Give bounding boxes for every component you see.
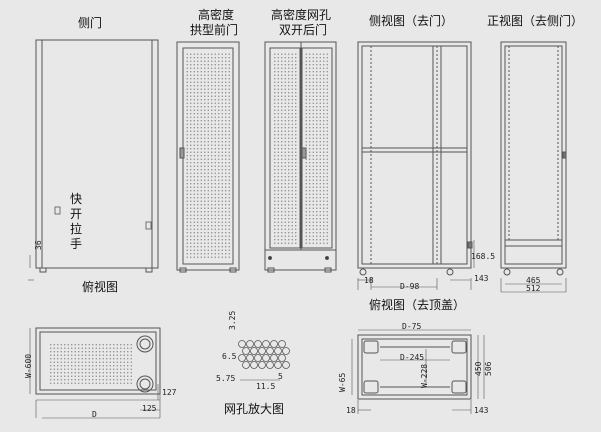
- dim-w600: W-600: [24, 353, 33, 378]
- title-arch-front-line2: 拱型前门: [190, 23, 239, 37]
- top-view-no-cover-drawing: [351, 329, 485, 414]
- quick-handle-char-2: 开: [70, 207, 83, 221]
- dim-mesh-115: 11.5: [256, 382, 276, 391]
- front-view-drawing: [500, 41, 567, 293]
- dim-w65: W-65: [338, 372, 347, 392]
- dim-mesh-65: 6.5: [222, 352, 237, 361]
- dim-143-bottom: 143: [474, 406, 489, 415]
- dim-36: 36: [34, 240, 43, 250]
- side-view-drawing: [357, 41, 475, 290]
- dim-512: 512: [526, 284, 541, 293]
- dim-506: 506: [484, 361, 493, 376]
- side-door-drawing: [28, 39, 159, 281]
- top-view-drawing: [29, 327, 161, 419]
- dim-465-front: 465: [526, 276, 541, 285]
- title-front-view: 正视图（去侧门）: [487, 14, 584, 28]
- dim-18-side: 18: [364, 276, 374, 285]
- title-arch-front-line1: 高密度: [198, 8, 235, 22]
- quick-handle-char-3: 拉: [70, 222, 83, 236]
- dim-18-bottom: 18: [346, 406, 356, 415]
- quick-handle-char-4: 手: [70, 237, 83, 251]
- title-top-view: 俯视图: [82, 280, 119, 294]
- arch-front-door-drawing: [176, 41, 240, 273]
- dim-mesh-325: 3.25: [228, 310, 237, 330]
- dim-450: 450: [474, 361, 483, 376]
- title-mesh-enlarged: 网孔放大图: [224, 402, 285, 416]
- dim-143-side: 143: [474, 274, 489, 283]
- dim-mesh-5: 5: [278, 372, 283, 381]
- dim-d75: D-75: [402, 322, 422, 331]
- title-top-view-no-cover: 俯视图（去顶盖）: [369, 298, 466, 312]
- title-rear-line1: 高密度网孔: [271, 8, 332, 22]
- quick-handle-char-1: 快: [70, 192, 83, 206]
- title-side-door: 侧门: [78, 16, 103, 30]
- title-rear-line2: 双开后门: [279, 23, 328, 37]
- dim-w228: W-228: [420, 363, 429, 388]
- dim-168: 168.5: [471, 252, 496, 261]
- dim-125: 125: [142, 404, 157, 413]
- dim-mesh-575: 5.75: [216, 374, 236, 383]
- dim-d-top: D: [92, 410, 97, 419]
- arch-front-door-mesh: [186, 52, 230, 260]
- title-side-view: 侧视图（去门）: [369, 14, 454, 28]
- dim-127: 127: [162, 388, 177, 397]
- mesh-enlarged-drawing: [238, 340, 290, 381]
- dim-d245: D-245: [400, 353, 425, 362]
- dim-d98: D-98: [400, 282, 420, 291]
